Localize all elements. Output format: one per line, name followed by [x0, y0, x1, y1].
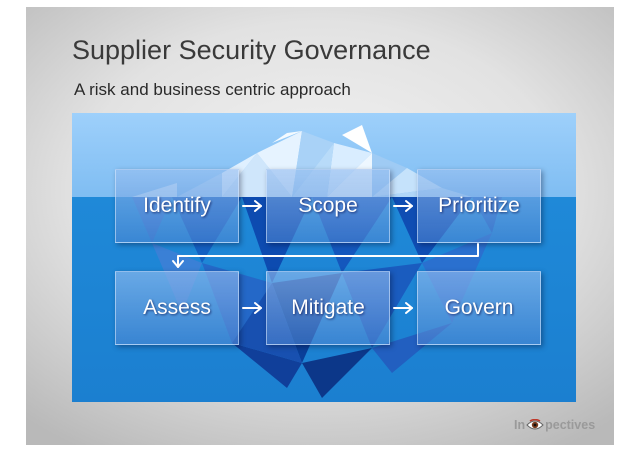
company-logo: In pectives	[514, 416, 595, 434]
return-arrow-icon	[172, 243, 479, 268]
step-mitigate: Mitigate	[266, 271, 390, 345]
step-govern: Govern	[417, 271, 541, 345]
logo-text-prefix: In	[514, 418, 526, 432]
arrow-right-icon	[393, 302, 413, 314]
flow-arrows	[172, 200, 479, 314]
iceberg-panel: Identify Scope Prioritize Assess Mitigat…	[72, 113, 576, 402]
slide-title: Supplier Security Governance	[72, 35, 431, 65]
arrow-right-icon	[393, 200, 413, 212]
slide-subtitle: A risk and business centric approach	[74, 80, 351, 99]
eye-icon	[526, 419, 544, 430]
arrow-right-icon	[242, 200, 262, 212]
step-prioritize: Prioritize	[417, 169, 541, 243]
logo-text-suffix: pectives	[545, 418, 596, 432]
step-scope: Scope	[266, 169, 390, 243]
arrow-right-icon	[242, 302, 262, 314]
step-identify: Identify	[115, 169, 239, 243]
step-assess: Assess	[115, 271, 239, 345]
slide: Supplier Security Governance A risk and …	[26, 7, 614, 445]
